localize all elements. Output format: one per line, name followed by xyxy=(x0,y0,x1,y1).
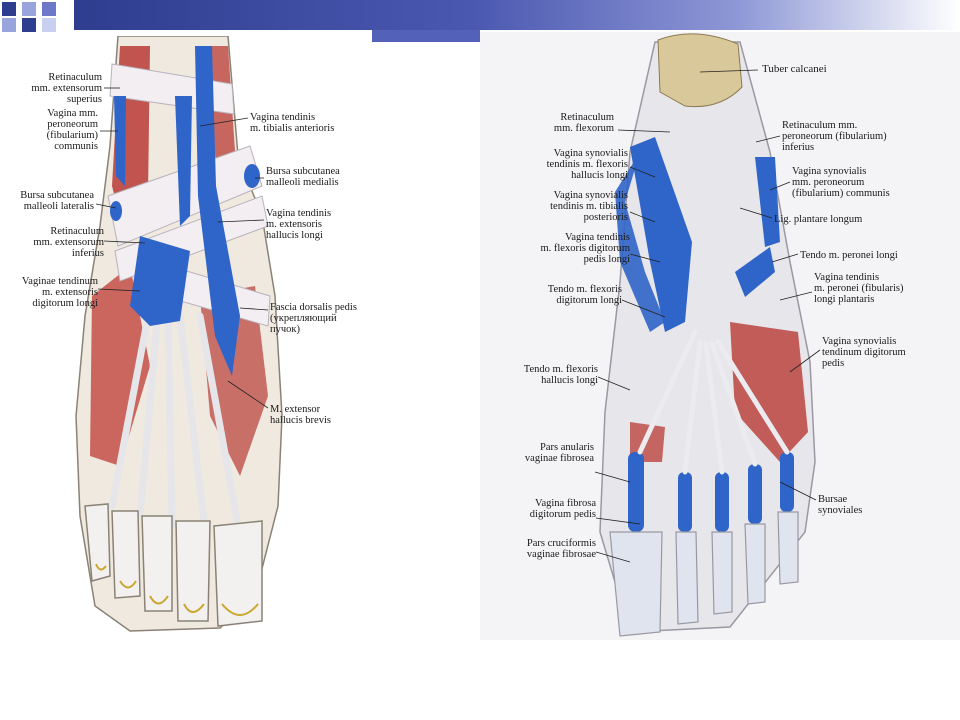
label-tendo-flexoris-hallucis: Tendo m. flexoris hallucis longi xyxy=(523,364,598,386)
dorsal-foot-illustration: Retinaculum mm. extensorum superius Vagi… xyxy=(0,36,380,636)
label-retinaculum-superius: Retinaculum mm. extensorum superius xyxy=(31,72,102,105)
label-vagina-flexoris-hallucis: Vagina synovialis tendinis m. flexoris h… xyxy=(546,148,628,181)
header-banner xyxy=(74,0,960,30)
label-vagina-extensoris-hallucis: Vagina tendinis m. extensoris hallucis l… xyxy=(266,208,332,241)
header-square-3 xyxy=(42,2,56,16)
label-vagina-digitorum: Vagina synovialis tendinum digitorum ped… xyxy=(822,336,906,369)
label-vagina-flexoris-digitorum: Vagina tendinis m. flexoris digitorum pe… xyxy=(540,232,630,265)
header-square-2 xyxy=(22,2,36,16)
label-tendo-peronei-longi: Tendo m. peronei longi xyxy=(800,250,898,261)
label-vagina-peronei-plantaris: Vagina tendinis m. peronei (fibularis) l… xyxy=(814,272,904,305)
label-fascia-dorsalis: Fascia dorsalis pedis (укрепляющий пучок… xyxy=(270,302,357,335)
label-extensor-hallucis-brevis: M. extensor hallucis brevis xyxy=(270,404,331,426)
label-vagina-tibialis-posterioris: Vagina synovialis tendinis m. tibialis p… xyxy=(550,190,628,223)
label-tendo-flexoris-digitorum: Tendo m. flexoris digitorum longi xyxy=(547,284,622,306)
label-vagina-peroneorum: Vagina mm. peroneorum (fibularium) commu… xyxy=(46,108,98,152)
label-pars-cruciformis: Pars cruciformis vaginae fibrosae xyxy=(526,538,596,560)
header-square-1 xyxy=(2,2,16,16)
label-pars-anularis: Pars anularis vaginae fibrosea xyxy=(524,442,594,464)
plantar-foot-illustration: Tuber calcanei Retinaculum mm. flexorum … xyxy=(480,32,960,640)
label-vagina-peroneorum-communis: Vagina synovialis mm. peroneorum (fibula… xyxy=(792,166,890,199)
label-vagina-fibrosa: Vagina fibrosa digitorum pedis xyxy=(529,498,596,520)
label-bursa-malleoli-medialis: Bursa subcutanea malleoli medialis xyxy=(266,166,340,188)
label-lig-plantare-longum: Lig. plantare longum xyxy=(774,214,863,225)
label-retinaculum-inferius: Retinaculum mm. extensorum inferius xyxy=(33,226,104,259)
header-square-5 xyxy=(22,18,36,32)
plantar-foot-drawing xyxy=(594,33,821,637)
header-square-6 xyxy=(42,18,56,32)
label-vaginae-extensoris-digitorum: Vaginae tendinum m. extensoris digitorum… xyxy=(21,276,98,309)
label-vagina-tibialis-anterioris: Vagina tendinis m. tibialis anterioris xyxy=(250,112,335,134)
header-underline xyxy=(372,30,480,42)
dorsal-foot-drawing xyxy=(75,36,283,632)
label-bursae-synoviales: Bursae synoviales xyxy=(818,494,863,516)
label-tuber-calcanei: Tuber calcanei xyxy=(762,63,827,75)
label-retinaculum-peroneorum: Retinaculum mm. peroneorum (fibularium) … xyxy=(782,120,887,153)
label-bursa-malleoli-lateralis: Bursa subcutanea malleoli lateralis xyxy=(20,190,94,212)
header-square-4 xyxy=(2,18,16,32)
label-retinaculum-flexorum: Retinaculum mm. flexorum xyxy=(553,112,614,134)
